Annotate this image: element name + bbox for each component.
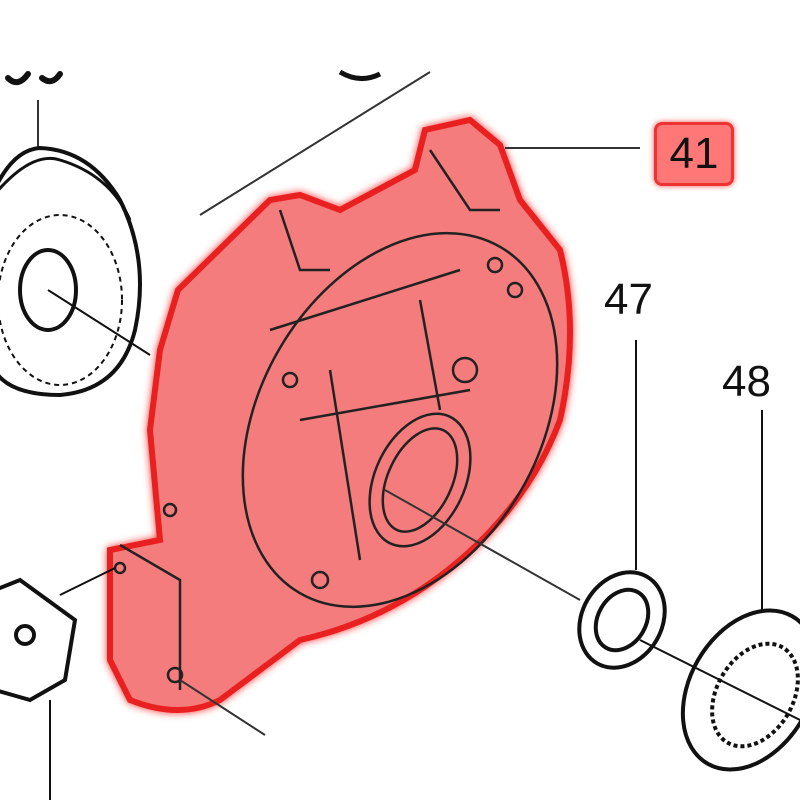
part-label-47: 47 (604, 275, 653, 324)
part-label-41: 41 (654, 122, 734, 186)
leader-line-shaft (384, 489, 581, 601)
bracket-part (0, 567, 116, 800)
part-label-48: 48 (722, 357, 771, 406)
gear-part (0, 145, 151, 398)
cropped-part-top (338, 69, 382, 81)
seal-part-47 (577, 340, 667, 670)
housing-part-41 (107, 116, 640, 713)
bearing-part-48 (639, 410, 800, 772)
cropped-label-39 (5, 71, 63, 86)
